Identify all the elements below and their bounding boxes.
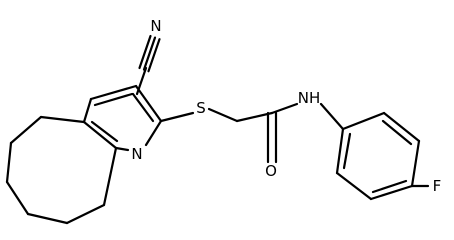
bond-ch2-co bbox=[235, 111, 274, 123]
bond-c8a-n bbox=[114, 146, 130, 152]
bond-ar3-ar4 bbox=[410, 139, 421, 188]
bond-nitrile-triple-b bbox=[142, 36, 157, 71]
bond-c9-c10 bbox=[65, 203, 106, 225]
bond-nh-aryl bbox=[319, 102, 345, 131]
bond-c4a-c8a-inner bbox=[90, 120, 119, 143]
bond-ar2-ar3 bbox=[382, 111, 421, 143]
bond-c6-c7 bbox=[5, 141, 13, 184]
atom-label-carbonyl-o: O bbox=[265, 162, 277, 180]
bond-c5-c6 bbox=[9, 115, 43, 145]
atom-label-fluorine: F bbox=[433, 177, 442, 195]
bond-ar6-ar1-inner bbox=[342, 132, 352, 170]
bond-nitrile-triple-c bbox=[147, 38, 161, 73]
bond-c2-c3 bbox=[134, 84, 163, 123]
atom-label-nitrile-n: N bbox=[150, 17, 161, 35]
bond-c4-c4a bbox=[82, 97, 93, 124]
bond-c4a-c5 bbox=[39, 115, 86, 124]
atom-labels: N S NH N O F bbox=[131, 17, 441, 195]
bond-ar1-ar2 bbox=[341, 111, 386, 131]
bond-c2-s bbox=[159, 111, 195, 123]
bond-s-ch2 bbox=[207, 107, 239, 123]
bond-ar4-ar5-inner bbox=[371, 179, 408, 194]
bond-nitrile-triple-a bbox=[138, 34, 152, 70]
bond-c2-c3-inner bbox=[131, 92, 155, 123]
bond-n-c2 bbox=[144, 119, 163, 147]
atom-label-pyridine-n: N bbox=[131, 145, 142, 163]
bond-ar6-ar1 bbox=[335, 127, 345, 175]
atom-label-sulfur: S bbox=[196, 99, 206, 117]
bond-c4a-c8a-double bbox=[82, 120, 118, 150]
atom-label-amide-nh: NH bbox=[298, 89, 321, 107]
bonds bbox=[5, 34, 430, 225]
chemical-structure-diagram: N S NH N O F bbox=[5, 17, 441, 225]
bond-co-nh bbox=[270, 102, 299, 115]
bond-ar5-ar6 bbox=[335, 171, 373, 201]
bond-c8-c9 bbox=[26, 212, 69, 225]
bond-ar4-ar5 bbox=[369, 184, 414, 201]
bond-ar2-ar3-inner bbox=[381, 119, 413, 146]
bond-c3-c4-double bbox=[89, 84, 138, 101]
bond-c3-c4-inner bbox=[93, 92, 134, 107]
bond-c7-c8 bbox=[5, 180, 30, 216]
bond-c10-c8a bbox=[102, 146, 118, 207]
